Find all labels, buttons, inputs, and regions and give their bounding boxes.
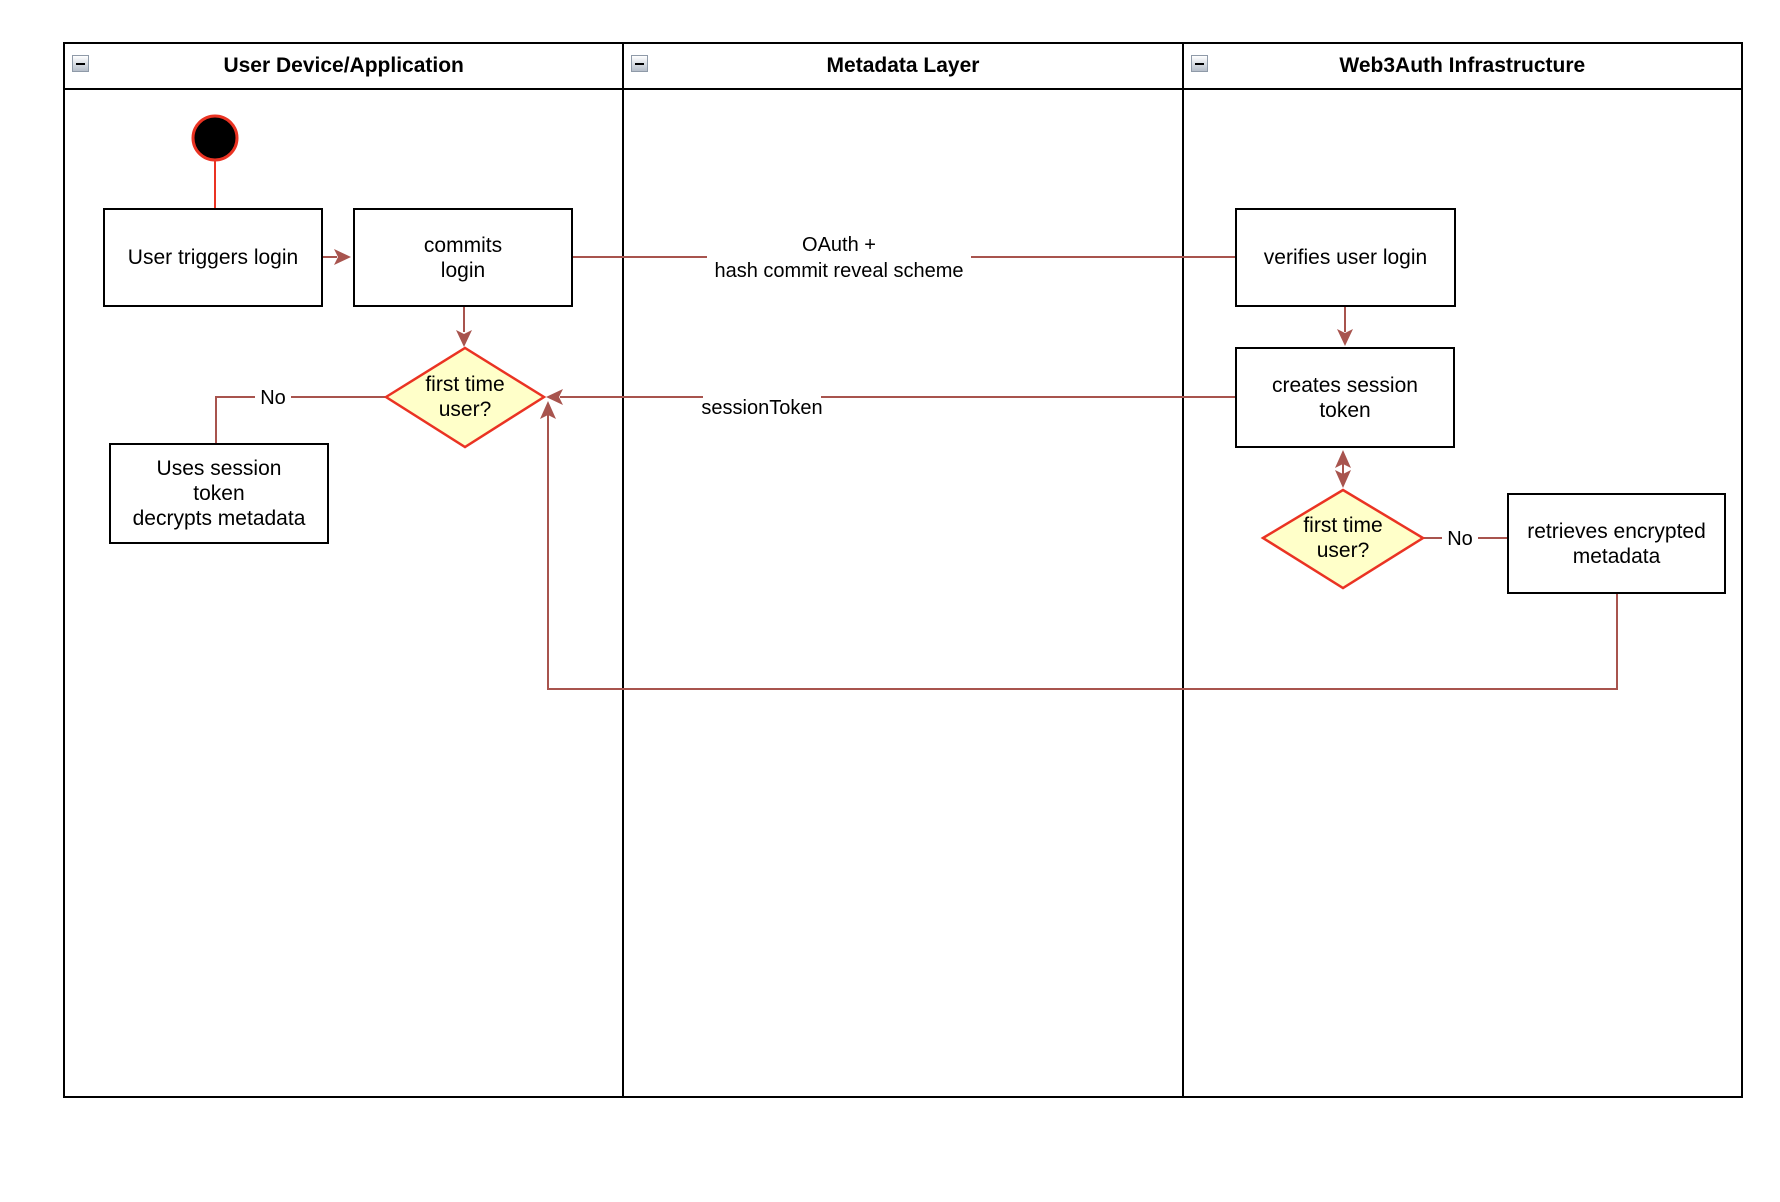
lane-user-device: User Device/Application [65,44,623,1096]
node-commits-login: commits login [353,208,573,307]
minus-icon [635,62,645,65]
swimlane-pool: User Device/Application Metadata Layer W… [63,42,1743,1098]
decision-label-first-time-user: first time user? [1303,514,1383,562]
node-retrieves-encrypted-metadata: retrieves encrypted metadata [1507,493,1726,594]
lane-header-web3auth: Web3Auth Infrastructure [1183,44,1741,90]
lane-header-metadata-layer: Metadata Layer [624,44,1182,90]
node-creates-session-token: creates session token [1235,347,1455,448]
lane-header-user-device: User Device/Application [65,44,623,90]
node-user-triggers-login: User triggers login [103,208,323,307]
edge-label-no: No [255,385,291,410]
edge-label-no: No [1442,526,1478,551]
collapse-lane-button[interactable] [72,55,89,72]
node-uses-session-token: Uses session token decrypts metadata [109,443,329,544]
decision-label-first-time-user: first time user? [425,373,505,421]
edge-label-oauth: OAuth + hash commit reveal scheme [707,232,971,284]
minus-icon [76,62,85,65]
collapse-lane-button[interactable] [631,55,649,72]
node-verifies-user-login: verifies user login [1235,208,1456,307]
lane-metadata-layer: Metadata Layer [622,44,1182,1096]
lane-title: User Device/Application [223,54,464,77]
minus-icon [1194,62,1204,65]
edge-label-session-token: sessionToken [701,395,823,421]
lane-title: Metadata Layer [826,54,980,77]
collapse-lane-button[interactable] [1190,55,1208,72]
lane-title: Web3Auth Infrastructure [1339,54,1586,77]
